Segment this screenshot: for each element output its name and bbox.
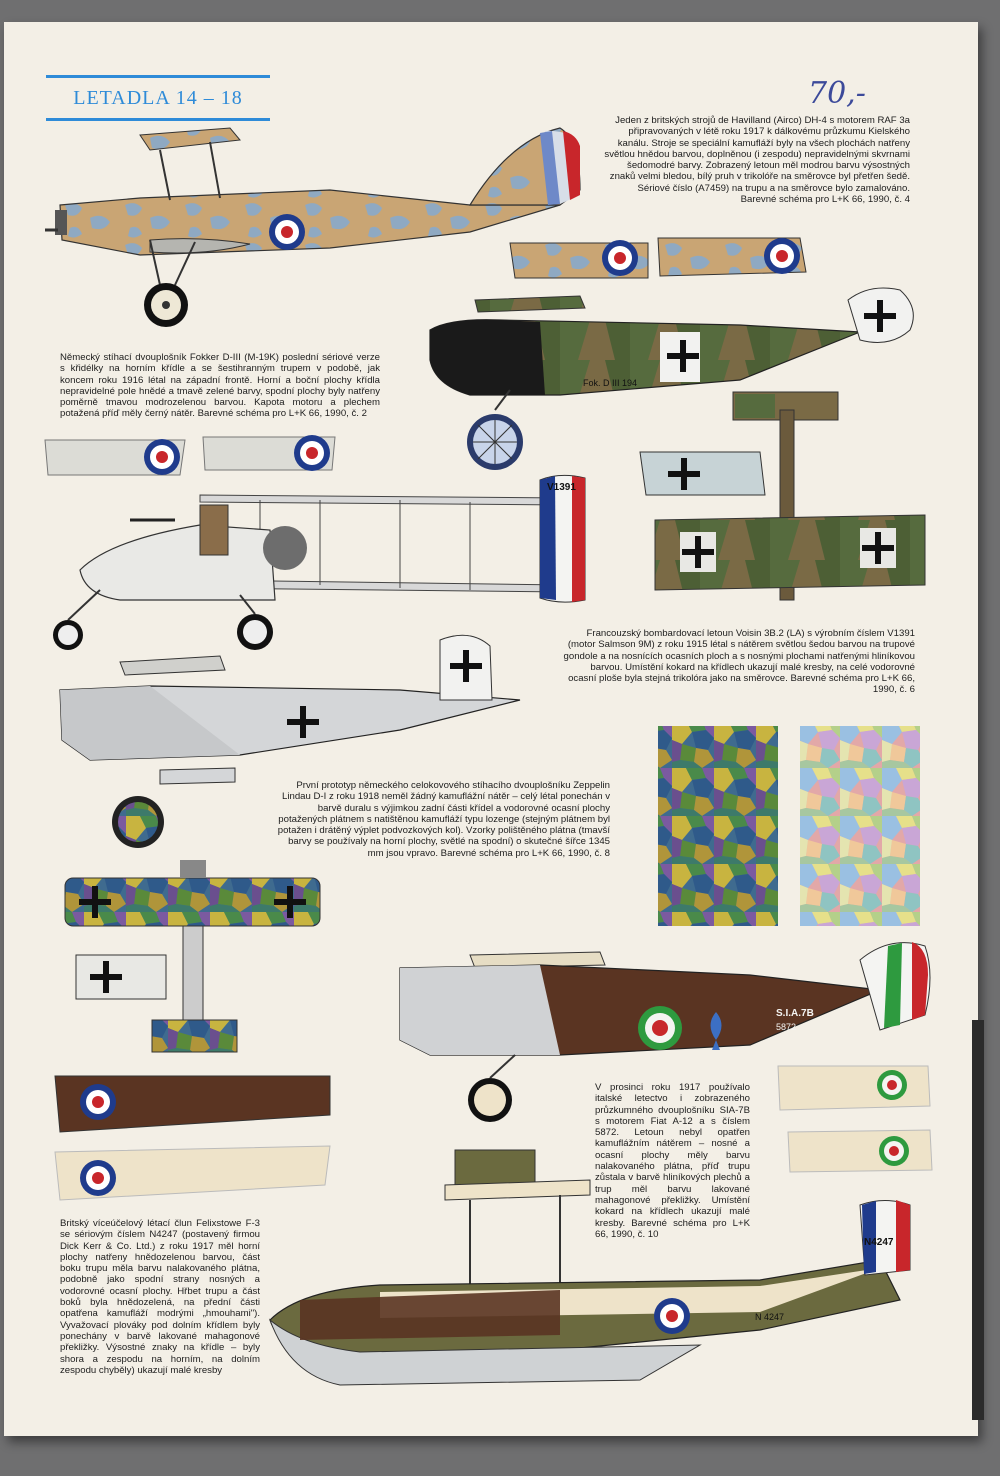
sia-name: S.I.A.7B <box>776 1008 814 1019</box>
caption-voisin: Francouzský bombardovací letoun Voisin 3… <box>563 628 915 696</box>
caption-sia: V prosinci roku 1917 používalo italské l… <box>595 1082 750 1240</box>
caption-felixstowe: Britský víceúčelový létací člun Felixsto… <box>60 1218 260 1376</box>
sia-number: 5872 <box>776 1022 796 1032</box>
fokker-diii-illustration: Fok. D III 194 <box>429 287 914 470</box>
caption-dh4: Jeden z britských strojů de Havilland (A… <box>604 115 910 206</box>
caption-fokker: Německý stíhací dvouplošník Fokker D-III… <box>60 352 380 420</box>
sia-7b-illustration: S.I.A.7B 5872 <box>54 942 933 1201</box>
zeppelin-top-view <box>64 860 321 1053</box>
felix-tail-serial: N4247 <box>864 1237 894 1248</box>
page-edge-shadow <box>972 1020 984 1420</box>
lozenge-dark-swatch <box>658 726 778 926</box>
fokker-code: Fok. D III 194 <box>583 378 637 388</box>
felixstowe-illustration: N4247 N 4247 <box>268 1149 911 1386</box>
page-title: LETADLA 14 – 18 <box>73 86 243 109</box>
zeppelin-lindau-illustration <box>59 634 521 848</box>
dh4-illustration <box>45 127 807 327</box>
caption-zeppelin: První prototyp německého celokovového st… <box>277 780 610 859</box>
felix-hull-serial: N 4247 <box>755 1312 784 1322</box>
page-title-box: LETADLA 14 – 18 <box>46 75 270 121</box>
handwritten-price-mark: 70,- <box>808 76 866 111</box>
fokker-top-view <box>639 391 926 601</box>
voisin-illustration: V1391 <box>44 435 586 650</box>
voisin-serial: V1391 <box>547 482 576 493</box>
lozenge-light-swatch <box>800 726 920 926</box>
